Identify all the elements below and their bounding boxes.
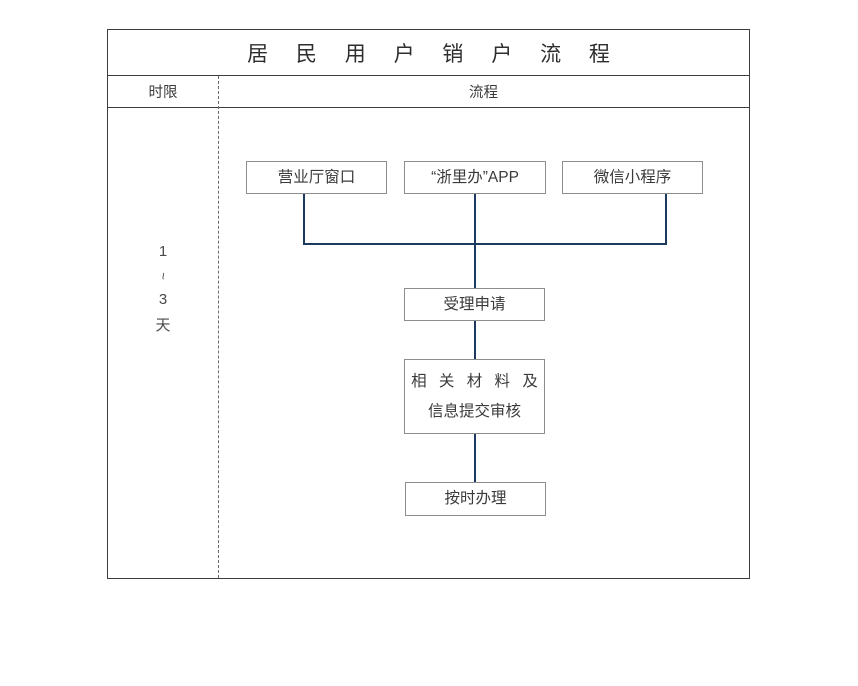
flow-diagram: 营业厅窗口 “浙里办”APP 微信小程序 受理申请 相 关 材 料 及 信息提交… (218, 108, 749, 578)
column-header-row: 时限 流程 (108, 76, 749, 108)
flow-node-service-hall[interactable]: 营业厅窗口 (246, 161, 387, 194)
column-divider (218, 76, 219, 578)
page-title: 居 民 用 户 销 户 流 程 (247, 42, 621, 66)
flow-node-process-on-time[interactable]: 按时办理 (405, 482, 546, 516)
flow-node-label: 微信小程序 (593, 168, 672, 186)
flow-node-submit-materials[interactable]: 相 关 材 料 及 信息提交审核 (404, 359, 545, 434)
time-limit-max: 3 (158, 291, 168, 308)
flow-node-zhelliban-app[interactable]: “浙里办”APP (404, 161, 546, 194)
connector-hall-down (303, 194, 305, 245)
flow-node-label: 按时办理 (444, 490, 507, 507)
time-limit-min: 1 (158, 243, 168, 260)
time-limit-separator: ~ (156, 272, 171, 280)
column-header-time-limit: 时限 (148, 85, 178, 101)
connector-materials-to-handle (474, 433, 476, 483)
connector-app-to-accept (474, 194, 476, 289)
time-limit-unit: 天 (155, 317, 171, 334)
title-row: 居 民 用 户 销 户 流 程 (108, 30, 749, 76)
flow-node-accept-application[interactable]: 受理申请 (404, 288, 545, 321)
flow-node-label: “浙里办”APP (431, 168, 519, 186)
table-body: 1 ~ 3 天 营业厅窗口 “浙里办”APP 微信小程序 (108, 108, 749, 578)
flow-chart-table: 居 民 用 户 销 户 流 程 时限 流程 1 ~ 3 天 营业厅窗口 (107, 29, 750, 579)
connector-join-bar (303, 243, 667, 245)
flow-node-wechat-miniprogram[interactable]: 微信小程序 (562, 161, 703, 194)
connector-wechat-down (665, 194, 667, 245)
flow-node-label-line-1: 相 关 材 料 及 (411, 372, 542, 390)
flow-node-label: 受理申请 (443, 295, 506, 313)
time-limit-cell: 1 ~ 3 天 (108, 108, 218, 578)
flow-node-label: 营业厅窗口 (277, 168, 356, 186)
column-header-process: 流程 (469, 85, 498, 101)
flow-node-label-line-2: 信息提交审核 (427, 402, 521, 420)
connector-accept-to-materials (474, 320, 476, 360)
